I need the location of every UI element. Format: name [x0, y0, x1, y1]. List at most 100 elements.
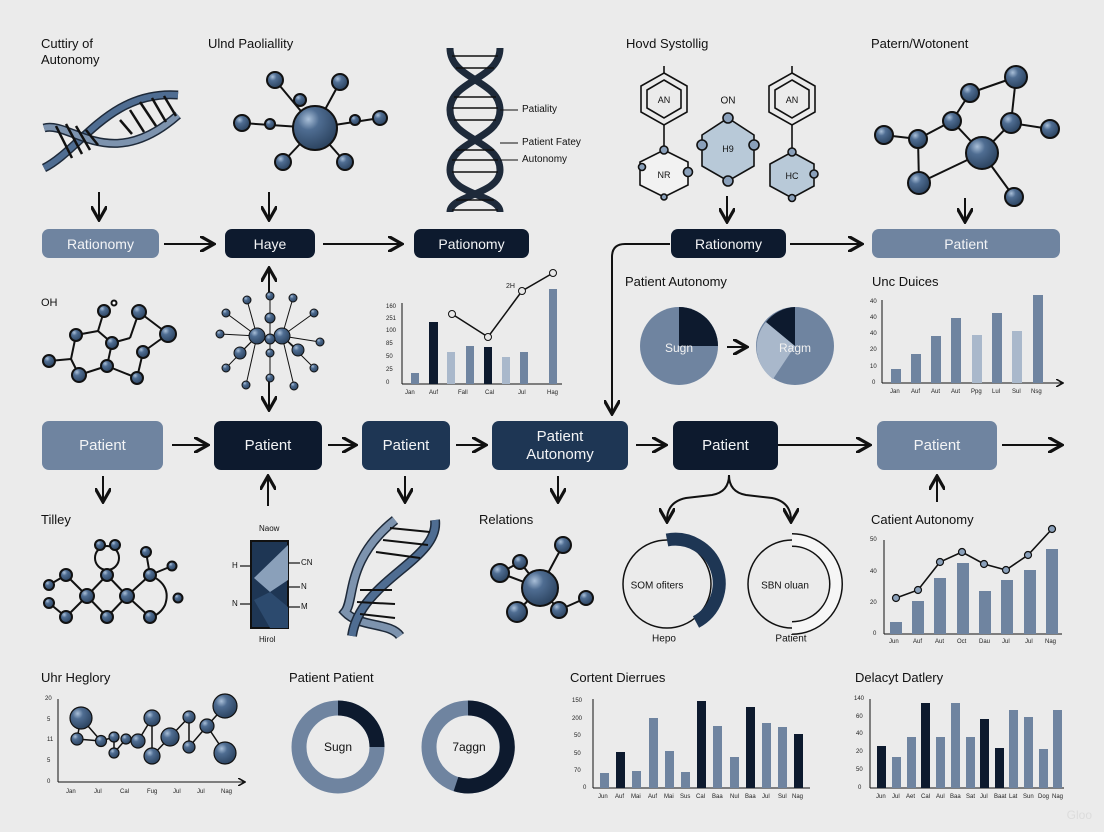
chip-pin-n-left: N: [232, 599, 238, 608]
axis-tick: 50: [574, 733, 581, 739]
x-tick: Auf: [615, 794, 625, 800]
axis-tick: 100: [386, 328, 397, 334]
x-tick: Sus: [680, 794, 691, 800]
x-tick: Aet: [906, 794, 916, 800]
x-tick: Cal: [696, 794, 706, 800]
tilley-molecule-icon: [43, 539, 184, 624]
node-pationomy[interactable]: Pationomy: [414, 229, 529, 258]
hex-label-nr: NR: [657, 170, 671, 180]
x-tick: Jan: [890, 389, 900, 395]
molecular-cluster-icon: [215, 291, 325, 391]
title-patient-autonomy: Patient Autonomy: [625, 274, 727, 289]
dna-label-autonomy: Autonomy: [522, 154, 568, 165]
axis-tick: 160: [386, 304, 397, 310]
node-patient-3[interactable]: Patient: [362, 421, 450, 470]
node-patient-5[interactable]: Patient: [673, 421, 778, 470]
title-patient-patient: Patient Patient: [289, 670, 374, 685]
node-patient-top[interactable]: Patient: [872, 229, 1060, 258]
axis-tick: 50: [870, 537, 877, 543]
axis-tick: 50: [386, 354, 393, 360]
chip-pin-n-right: N: [301, 582, 307, 591]
x-tick: Sul: [1012, 389, 1021, 395]
donut-label-left: Sugn: [323, 740, 353, 754]
x-tick: Baa: [950, 794, 961, 800]
dna-vertical-icon: [446, 47, 518, 213]
x-tick: Jul: [1002, 639, 1010, 645]
x-tick: Jul: [1025, 639, 1033, 645]
axis-tick: 25: [386, 367, 393, 373]
node-patient-autonomy[interactable]: Patient Autonomy: [492, 421, 628, 470]
x-tick: Nag: [1045, 639, 1057, 645]
pie-label-left: Sugn: [664, 341, 694, 355]
x-tick: Auf: [429, 390, 439, 396]
dna-helix-icon: [41, 90, 181, 173]
node-rationomy-1[interactable]: Rationomy: [42, 229, 159, 258]
x-tick: Cal: [120, 789, 130, 795]
x-tick: Ppg: [971, 389, 982, 395]
donut-charts: [291, 700, 515, 794]
x-tick: Nsg: [1031, 389, 1042, 395]
hex-label-an-2: AN: [785, 95, 799, 105]
oh-label: OH: [41, 297, 58, 309]
delacyt-datlery-chart: [869, 699, 1064, 789]
x-tick: Hag: [547, 390, 559, 396]
dna-helix-lower-icon: [338, 516, 441, 640]
x-tick: Nag: [1052, 794, 1064, 800]
line-label: 2H: [506, 283, 515, 290]
axis-tick: 50: [574, 751, 581, 757]
axis-tick: 0: [872, 380, 876, 386]
axis-tick: 20: [870, 600, 877, 606]
axis-tick: 40: [870, 315, 877, 321]
node-rationomy-2[interactable]: Rationomy: [671, 229, 786, 258]
node-patient-1[interactable]: Patient: [42, 421, 163, 470]
x-tick: Auf: [913, 639, 923, 645]
donut-label-right: 7aggn: [452, 740, 486, 754]
unc-duices-chart: [881, 295, 1062, 383]
x-tick: Jul: [94, 789, 102, 795]
axis-tick: 0: [47, 779, 51, 785]
mini-combo-chart: [401, 269, 562, 385]
progress-rings: [622, 532, 843, 635]
chip-pin-cn: CN: [301, 558, 313, 567]
axis-tick: 70: [574, 768, 581, 774]
dna-label-patiality: Patiality: [522, 104, 558, 115]
dna-label-patient-fatey: Patient Fatey: [522, 137, 581, 148]
x-tick: Aut: [931, 389, 941, 395]
ring-caption-right: Patient: [775, 633, 807, 645]
cortent-dierrues-chart: [592, 699, 810, 789]
oh-molecule-icon: [42, 299, 177, 385]
title-tilley: Tilley: [41, 512, 71, 527]
chip-label-bottom: Hirol: [259, 635, 276, 644]
title-uhr-heglory: Uhr Heglory: [41, 670, 111, 685]
title-patern-wotonent: Patern/Wotonent: [871, 36, 969, 51]
axis-tick: 60: [856, 714, 863, 720]
hexagon-molecule-icon: [637, 66, 819, 203]
axis-tick: 40: [870, 299, 877, 305]
pie-charts: [640, 307, 834, 385]
x-tick: Dog: [1038, 794, 1050, 800]
title-ulnd-paoliallity: Ulnd Paoliallity: [208, 36, 294, 51]
node-patient-2[interactable]: Patient: [214, 421, 322, 470]
x-tick: Nag: [221, 789, 233, 795]
flow-arrows-middle: [103, 445, 1060, 520]
molecule-network-icon: [874, 65, 1060, 207]
x-tick: Auf: [648, 794, 658, 800]
x-tick: Jul: [197, 789, 205, 795]
x-tick: Aut: [935, 639, 945, 645]
hex-label-an-1: AN: [657, 95, 671, 105]
x-tick: Auf: [911, 389, 921, 395]
x-tick: Mai: [664, 794, 674, 800]
x-tick: Sun: [1023, 794, 1034, 800]
x-tick: Jul: [173, 789, 181, 795]
x-tick: Oct: [957, 639, 967, 645]
axis-tick: 5: [47, 717, 51, 723]
axis-tick: 85: [386, 341, 393, 347]
x-tick: Jun: [889, 639, 899, 645]
x-tick: Fug: [147, 789, 158, 795]
node-patient-6[interactable]: Patient: [877, 421, 997, 470]
flow-arrows-top: [99, 192, 965, 412]
x-tick: Baa: [745, 794, 756, 800]
axis-tick: 50: [856, 767, 863, 773]
node-haye[interactable]: Haye: [225, 229, 315, 258]
